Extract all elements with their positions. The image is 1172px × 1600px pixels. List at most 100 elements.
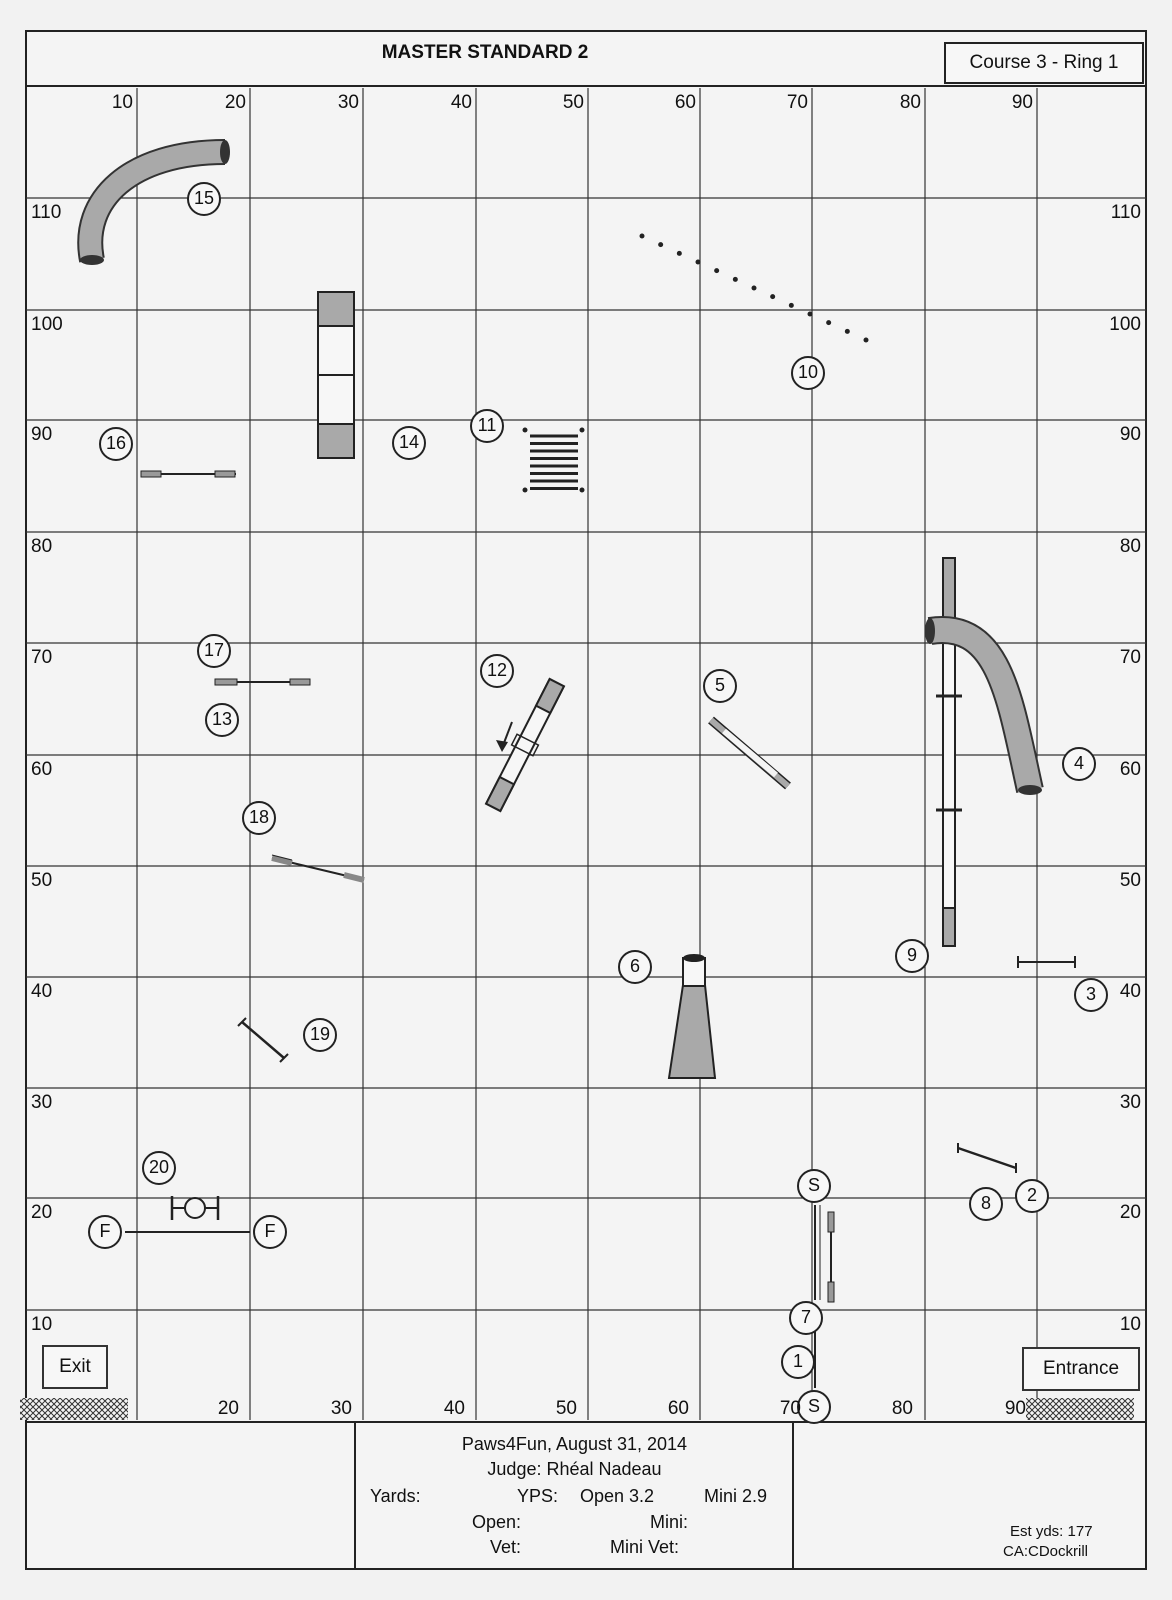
weave-pole [863, 337, 869, 343]
weave-pole [695, 259, 701, 265]
marker-circle [253, 1215, 287, 1249]
marker-circle [99, 427, 133, 461]
x-label-top: 10 [111, 92, 133, 113]
x-label-bottom: 60 [667, 1398, 689, 1419]
y-label-right: 90 [1119, 424, 1141, 445]
weave-pole [676, 250, 682, 256]
footer-vet-label: Vet: [490, 1537, 522, 1557]
y-label-left: 100 [31, 314, 63, 335]
marker-label: 13 [211, 709, 233, 729]
marker-circle [1062, 747, 1096, 781]
y-label-right: 80 [1119, 536, 1141, 557]
weave-pole [714, 268, 720, 274]
marker-circle [470, 409, 504, 443]
jump-2-8 [957, 1143, 1017, 1173]
chute-6 [667, 954, 717, 1079]
footer-mini-yps: Mini 2.9 [704, 1486, 768, 1506]
marker-circle [242, 801, 276, 835]
entrance-hatch [1026, 1398, 1134, 1420]
marker-label: 6 [629, 956, 640, 976]
footer-est-yds: Est yds: 177 [1010, 1523, 1093, 1540]
jump-13-17 [214, 678, 311, 686]
marker-circle [797, 1169, 831, 1203]
footer-yps-label: YPS: [517, 1486, 559, 1506]
weave-poles [639, 233, 869, 343]
marker-circle [618, 950, 652, 984]
marker-circle [392, 426, 426, 460]
marker-label: 14 [398, 432, 420, 452]
weave-pole [770, 294, 776, 300]
x-label-top: 70 [786, 92, 808, 113]
y-label-left: 10 [31, 1314, 53, 1335]
x-label-top: 30 [337, 92, 359, 113]
jump-18 [271, 854, 365, 883]
x-label-top: 80 [899, 92, 921, 113]
teeter-12 [484, 677, 566, 813]
marker-label: 5 [714, 675, 725, 695]
marker-circle [791, 356, 825, 390]
marker-circle [789, 1301, 823, 1335]
marker-label: 9 [906, 945, 917, 965]
jump-19 [237, 1017, 289, 1063]
jump-16 [140, 470, 236, 478]
marker-circle [1074, 978, 1108, 1012]
marker-circle [197, 634, 231, 668]
marker-label: 19 [309, 1024, 331, 1044]
y-label-left: 110 [31, 202, 62, 223]
y-label-right: 110 [1110, 202, 1141, 223]
weave-pole [732, 276, 738, 282]
y-label-left: 60 [31, 759, 53, 780]
y-label-left: 90 [31, 424, 53, 445]
footer-open-label: Open: [472, 1512, 522, 1532]
marker-label: 15 [193, 188, 215, 208]
marker-label: 10 [797, 362, 819, 382]
jump-5 [708, 716, 791, 790]
course-ring-label: Course 3 - Ring 1 [944, 42, 1144, 84]
marker-label: 1 [792, 1351, 803, 1371]
table-11 [522, 427, 585, 493]
x-label-bottom: 90 [1004, 1398, 1026, 1419]
marker-circle [1015, 1179, 1049, 1213]
footer-ca: CA:CDockrill [1003, 1543, 1089, 1560]
marker-label: F [264, 1221, 276, 1241]
x-label-bottom: 40 [443, 1398, 465, 1419]
course-map-frame [25, 30, 1147, 1570]
marker-label: F [99, 1221, 111, 1241]
marker-label: 16 [105, 433, 127, 453]
marker-label: S [807, 1396, 820, 1416]
marker-label: 8 [980, 1193, 991, 1213]
marker-label: 17 [203, 640, 225, 660]
weave-pole [826, 320, 832, 326]
weave-pole [751, 285, 757, 291]
marker-circle [703, 669, 737, 703]
x-label-bottom: 80 [891, 1398, 913, 1419]
weave-pole [658, 242, 664, 248]
y-label-left: 80 [31, 536, 53, 557]
exit-hatch [20, 1398, 128, 1420]
x-label-bottom: 50 [555, 1398, 577, 1419]
a-frame-14 [317, 291, 355, 459]
weave-pole [788, 302, 794, 308]
marker-circle [781, 1345, 815, 1379]
x-label-bottom: 70 [779, 1398, 801, 1419]
marker-label: 3 [1085, 984, 1096, 1004]
marker-circle [480, 654, 514, 688]
footer-yards-label: Yards: [370, 1486, 421, 1506]
y-label-right: 30 [1119, 1092, 1141, 1113]
x-label-top: 20 [224, 92, 246, 113]
marker-label: 7 [800, 1307, 811, 1327]
y-label-left: 50 [31, 870, 53, 891]
y-label-right: 10 [1119, 1314, 1141, 1335]
footer-mini-label: Mini: [650, 1512, 689, 1532]
marker-circle [187, 182, 221, 216]
x-label-bottom: 20 [217, 1398, 239, 1419]
y-label-left: 40 [31, 981, 53, 1002]
marker-circle [142, 1151, 176, 1185]
x-label-bottom: 30 [330, 1398, 352, 1419]
weave-pole [844, 328, 850, 334]
x-label-top: 40 [450, 92, 472, 113]
marker-label: 18 [248, 807, 270, 827]
marker-label: 2 [1026, 1185, 1037, 1205]
footer-judge: Judge: Rhéal Nadeau [487, 1459, 662, 1479]
